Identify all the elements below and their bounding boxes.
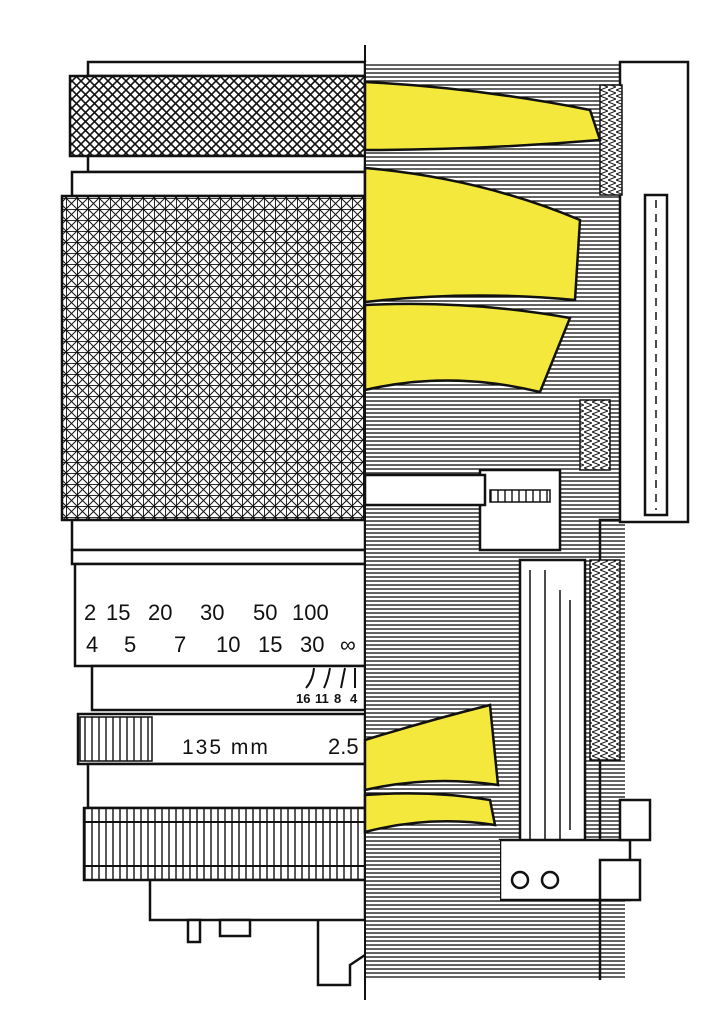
distance-m-10: 10 [216,632,240,657]
max-aperture-label: 2.5 [328,734,359,759]
distance-ft-20: 20 [148,600,172,625]
distance-scale: 2 15 20 30 50 100 4 5 7 10 15 30 ∞ [84,600,356,657]
lens-element-3 [363,302,572,394]
dof-mark-8: 8 [334,691,341,706]
aperture-mechanism [518,558,587,862]
upper-band [70,170,367,198]
dof-mark-16: 16 [296,691,310,706]
lens-element-5 [363,792,497,834]
index-band [70,548,367,566]
mount-lever [316,920,366,987]
focus-grip-ring [60,194,367,522]
filter-band [86,154,367,174]
diaphragm-housing [478,468,562,552]
depth-of-field-plate [90,664,367,712]
lens-barrel-exterior [60,60,367,987]
lens-elements [363,80,602,834]
dof-index-lines [305,667,356,689]
distance-ft-30: 30 [200,600,224,625]
depth-of-field-scale: 16 11 8 4 [296,667,358,706]
distance-infinity: ∞ [340,632,356,657]
lower-band [86,762,367,810]
mount-pin [186,918,202,944]
distance-m-5: 5 [124,632,136,657]
dof-mark-4: 4 [350,691,358,706]
distance-m-15: 15 [258,632,282,657]
mount-tab [218,918,252,938]
mount-base [148,878,367,922]
lens-element-1 [363,80,602,152]
lens-element-2 [363,166,582,304]
distance-m-7: 7 [174,632,186,657]
lens-element-4 [363,703,500,792]
aperture-ring-grip [79,716,153,762]
dof-mark-11: 11 [315,691,329,706]
distance-ft-2: 2 [84,600,96,625]
front-rim [86,60,367,78]
focal-length-label: 135 mm [182,736,270,759]
distance-m-30: 30 [300,632,324,657]
front-knurled-ring [68,74,367,158]
distance-m-4: 4 [86,632,98,657]
distance-ft-50: 50 [253,600,277,625]
focus-ring-collar [70,518,367,552]
distance-ft-100: 100 [292,600,329,625]
rear-knurled-ring [82,806,367,882]
distance-scale-plate [73,562,367,668]
distance-ft-15: 15 [106,600,130,625]
